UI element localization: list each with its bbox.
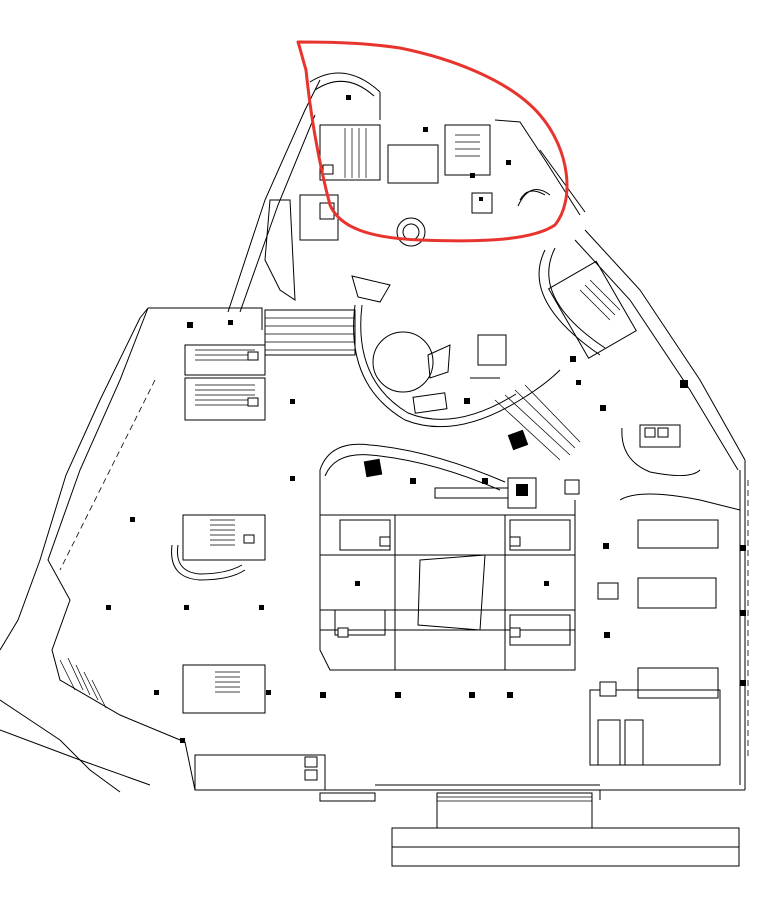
east-wing — [538, 247, 749, 766]
north-pavilion — [264, 95, 551, 301]
red-markup-circle — [296, 40, 569, 243]
central-block — [319, 443, 580, 698]
west-wing — [59, 320, 295, 743]
south-entrance — [194, 754, 740, 867]
building-outline — [0, 72, 746, 800]
central-plaza — [264, 275, 606, 461]
